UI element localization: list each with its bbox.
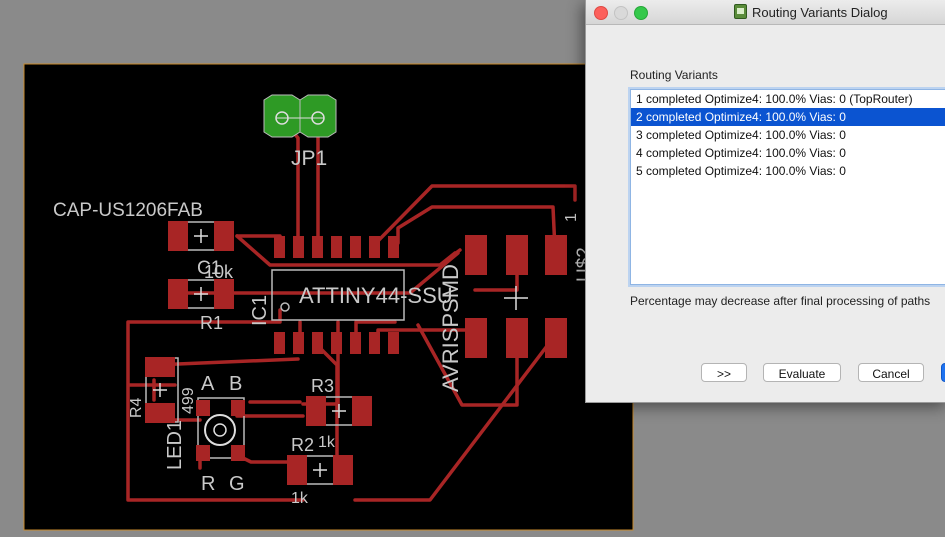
led-b-label: B xyxy=(229,373,242,395)
percentage-note: Percentage may decrease after final proc… xyxy=(630,294,931,308)
u2-pin-label: 1 xyxy=(563,213,580,222)
r2-label: R2 xyxy=(291,435,314,455)
variant-item[interactable]: 1 completed Optimize4: 100.0% Vias: 0 (T… xyxy=(636,92,913,106)
avrisp-crosshair xyxy=(504,286,528,310)
ok-button[interactable] xyxy=(941,363,945,382)
jp1-header[interactable] xyxy=(263,94,337,138)
routing-variants-label: Routing Variants xyxy=(630,68,718,82)
attiny-label: ATTINY44-SSU xyxy=(299,283,453,308)
r3-resistor[interactable] xyxy=(306,396,372,426)
minimize-window-icon[interactable] xyxy=(614,6,628,20)
r1-label: R1 xyxy=(200,313,223,333)
zoom-window-icon[interactable] xyxy=(634,6,648,20)
evaluate-button[interactable]: Evaluate xyxy=(763,363,841,382)
ic1-label: IC1 xyxy=(249,295,271,326)
avrisp-header[interactable] xyxy=(465,235,567,358)
r1-resistor[interactable] xyxy=(168,279,234,309)
dialog-title: Routing Variants Dialog xyxy=(752,5,888,20)
board-outline xyxy=(23,63,634,531)
routing-variants-dialog: Routing Variants Dialog Routing Variants… xyxy=(585,0,945,403)
led1[interactable] xyxy=(196,397,245,461)
close-window-icon[interactable] xyxy=(594,6,608,20)
ic1-pin1-dot xyxy=(280,302,290,312)
variant-item[interactable]: 3 completed Optimize4: 100.0% Vias: 0 xyxy=(636,128,846,142)
routing-variants-list[interactable]: 1 completed Optimize4: 100.0% Vias: 0 (T… xyxy=(630,89,945,285)
expand-button[interactable]: >> xyxy=(701,363,747,382)
dialog-title-wrap: Routing Variants Dialog xyxy=(734,4,888,20)
r2-resistor[interactable] xyxy=(287,455,353,485)
c1-capacitor[interactable] xyxy=(168,221,234,251)
r2-value: 1k xyxy=(291,490,309,507)
ic1-pads[interactable] xyxy=(274,236,399,354)
r3-value: 1k xyxy=(318,434,336,451)
variant-item[interactable]: 5 completed Optimize4: 100.0% Vias: 0 xyxy=(636,164,846,178)
r4-value: 499 xyxy=(180,387,197,414)
r1-value: 10k xyxy=(204,262,234,282)
ic1-outline xyxy=(271,269,405,321)
led-r-label: R xyxy=(201,473,215,495)
c1-label: C1 xyxy=(197,258,221,279)
cap-label: CAP-US1206FAB xyxy=(53,200,203,221)
variant-item[interactable]: 4 completed Optimize4: 100.0% Vias: 0 xyxy=(636,146,846,160)
dialog-titlebar[interactable]: Routing Variants Dialog xyxy=(586,0,945,25)
eagle-app-icon xyxy=(734,4,747,19)
led-g-label: G xyxy=(229,473,245,495)
r4-label: R4 xyxy=(128,397,145,418)
led1-label: LED1 xyxy=(164,420,186,470)
jp1-label: JP1 xyxy=(291,147,327,170)
r4-resistor[interactable] xyxy=(145,357,179,423)
led-a-label: A xyxy=(201,373,215,395)
cancel-button[interactable]: Cancel xyxy=(858,363,924,382)
avrisp-label: AVRISPSMD xyxy=(438,264,463,392)
r3-label: R3 xyxy=(311,376,334,396)
variant-item[interactable]: 2 completed Optimize4: 100.0% Vias: 0 xyxy=(631,108,945,126)
